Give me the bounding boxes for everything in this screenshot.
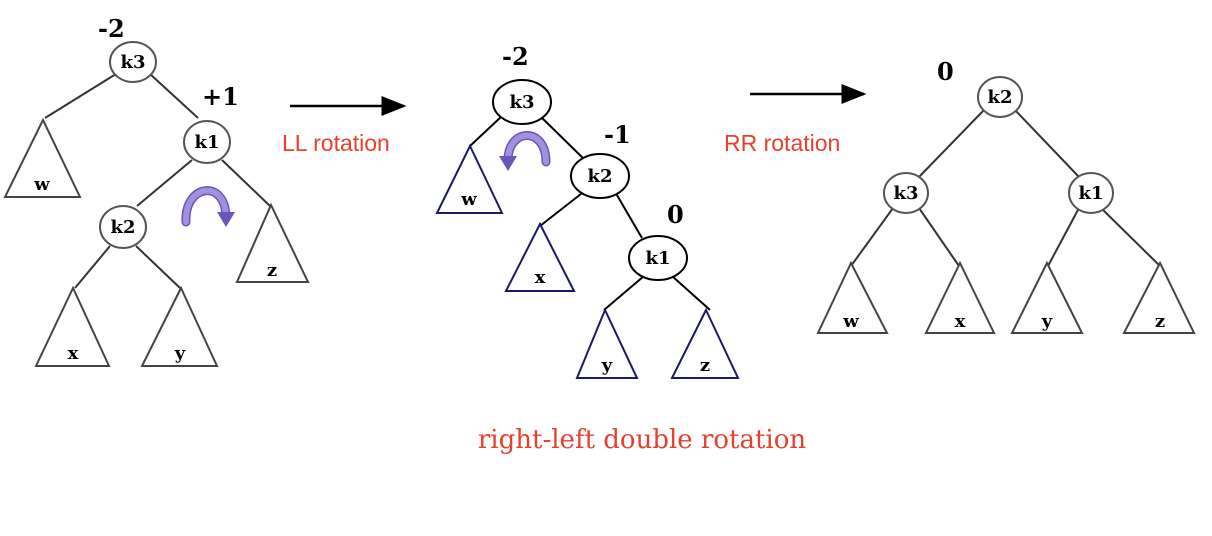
edge bbox=[136, 159, 193, 207]
node-label-root: k3 bbox=[121, 52, 146, 73]
tree-middle-leaves bbox=[435, 143, 740, 379]
leaf-label-z: z bbox=[1155, 311, 1165, 332]
edge bbox=[74, 245, 111, 289]
edge bbox=[149, 73, 199, 119]
edge bbox=[671, 275, 711, 311]
tree-middle: w x y z k3 k2 k1 -2 -1 0 bbox=[435, 42, 740, 379]
node-circle-root bbox=[977, 76, 1023, 118]
operation-label-ll: LL rotation bbox=[282, 130, 390, 156]
node-label-right-right: k1 bbox=[646, 248, 671, 269]
edge bbox=[613, 189, 643, 239]
diagram-caption: right-left double rotation bbox=[478, 425, 807, 455]
leaf-label-w: w bbox=[33, 174, 50, 195]
node-label-right: k2 bbox=[588, 166, 613, 187]
leaf-label-y: y bbox=[174, 343, 186, 364]
operation-label-rr: RR rotation bbox=[724, 130, 840, 156]
edge bbox=[1047, 207, 1080, 267]
node-circle-right-right bbox=[628, 235, 688, 281]
leaf-label-y: y bbox=[601, 355, 613, 376]
node-label-root: k3 bbox=[510, 92, 535, 113]
tree-middle-edges bbox=[469, 115, 711, 311]
tree-before-leaves bbox=[3, 117, 310, 367]
subtree-triangle-w bbox=[816, 260, 889, 334]
leaf-label-w: w bbox=[842, 311, 859, 332]
edge bbox=[539, 115, 586, 161]
tree-after-nodes bbox=[883, 76, 1114, 214]
edge bbox=[135, 245, 181, 289]
subtree-triangle-z bbox=[235, 202, 310, 283]
balance-factor-root: -2 bbox=[98, 14, 125, 43]
balance-factor-root: -2 bbox=[502, 42, 529, 71]
node-label-right: k1 bbox=[1079, 183, 1104, 204]
balance-factor-root: 0 bbox=[937, 57, 954, 86]
subtree-triangle-z bbox=[1122, 260, 1196, 334]
edge bbox=[539, 189, 587, 227]
subtree-triangle-w bbox=[435, 143, 504, 214]
subtree-triangle-y bbox=[140, 285, 219, 367]
tree-after-leaves bbox=[816, 260, 1196, 334]
balance-factor-right: -1 bbox=[604, 120, 631, 149]
node-circle-root bbox=[492, 79, 552, 125]
subtree-triangle-y bbox=[1010, 260, 1084, 334]
subtree-triangle-x bbox=[504, 221, 576, 292]
rotation-arrow-icon bbox=[181, 186, 235, 227]
subtree-triangle-w bbox=[3, 117, 82, 198]
leaf-label-z: z bbox=[700, 355, 710, 376]
leaf-label-x: x bbox=[68, 343, 79, 364]
leaf-label-z: z bbox=[267, 260, 277, 281]
edge bbox=[603, 275, 645, 311]
tree-before-nodes bbox=[99, 41, 231, 249]
leaf-label-x: x bbox=[955, 311, 966, 332]
edge bbox=[850, 207, 894, 267]
edge bbox=[1100, 207, 1161, 267]
subtree-triangle-x bbox=[34, 285, 111, 367]
balance-factor-right-right: 0 bbox=[667, 200, 684, 229]
edge bbox=[1014, 109, 1081, 179]
node-label-right-left: k2 bbox=[111, 217, 136, 238]
edge bbox=[221, 159, 271, 207]
tree-after-edges bbox=[850, 109, 1161, 267]
rotation-arrow-icon bbox=[499, 131, 551, 171]
edge bbox=[44, 73, 117, 119]
subtree-triangle-x bbox=[924, 260, 996, 334]
subtree-triangle-z bbox=[670, 307, 740, 379]
node-label-right: k1 bbox=[195, 132, 220, 153]
node-circle-root bbox=[109, 41, 157, 83]
leaf-label-w: w bbox=[460, 189, 477, 210]
tree-before: w z x y k3 k1 k2 -2 +1 bbox=[3, 14, 310, 367]
node-circle-right bbox=[570, 153, 630, 199]
subtree-triangle-y bbox=[575, 307, 639, 379]
node-circle-right bbox=[183, 120, 231, 164]
node-circle-right bbox=[1068, 172, 1114, 214]
tree-before-edges bbox=[44, 73, 271, 289]
balance-factor-right: +1 bbox=[202, 82, 239, 111]
tree-after: w x y z k2 k3 k1 0 bbox=[816, 57, 1196, 334]
node-label-left: k3 bbox=[894, 183, 919, 204]
node-circle-left bbox=[883, 172, 929, 214]
edge bbox=[917, 109, 985, 179]
leaf-label-y: y bbox=[1041, 311, 1053, 332]
edge bbox=[469, 115, 503, 147]
node-label-root: k2 bbox=[988, 87, 1013, 108]
leaf-label-x: x bbox=[535, 267, 546, 288]
edge bbox=[918, 207, 960, 267]
tree-middle-nodes bbox=[492, 79, 688, 281]
node-circle-right-left bbox=[99, 205, 147, 249]
